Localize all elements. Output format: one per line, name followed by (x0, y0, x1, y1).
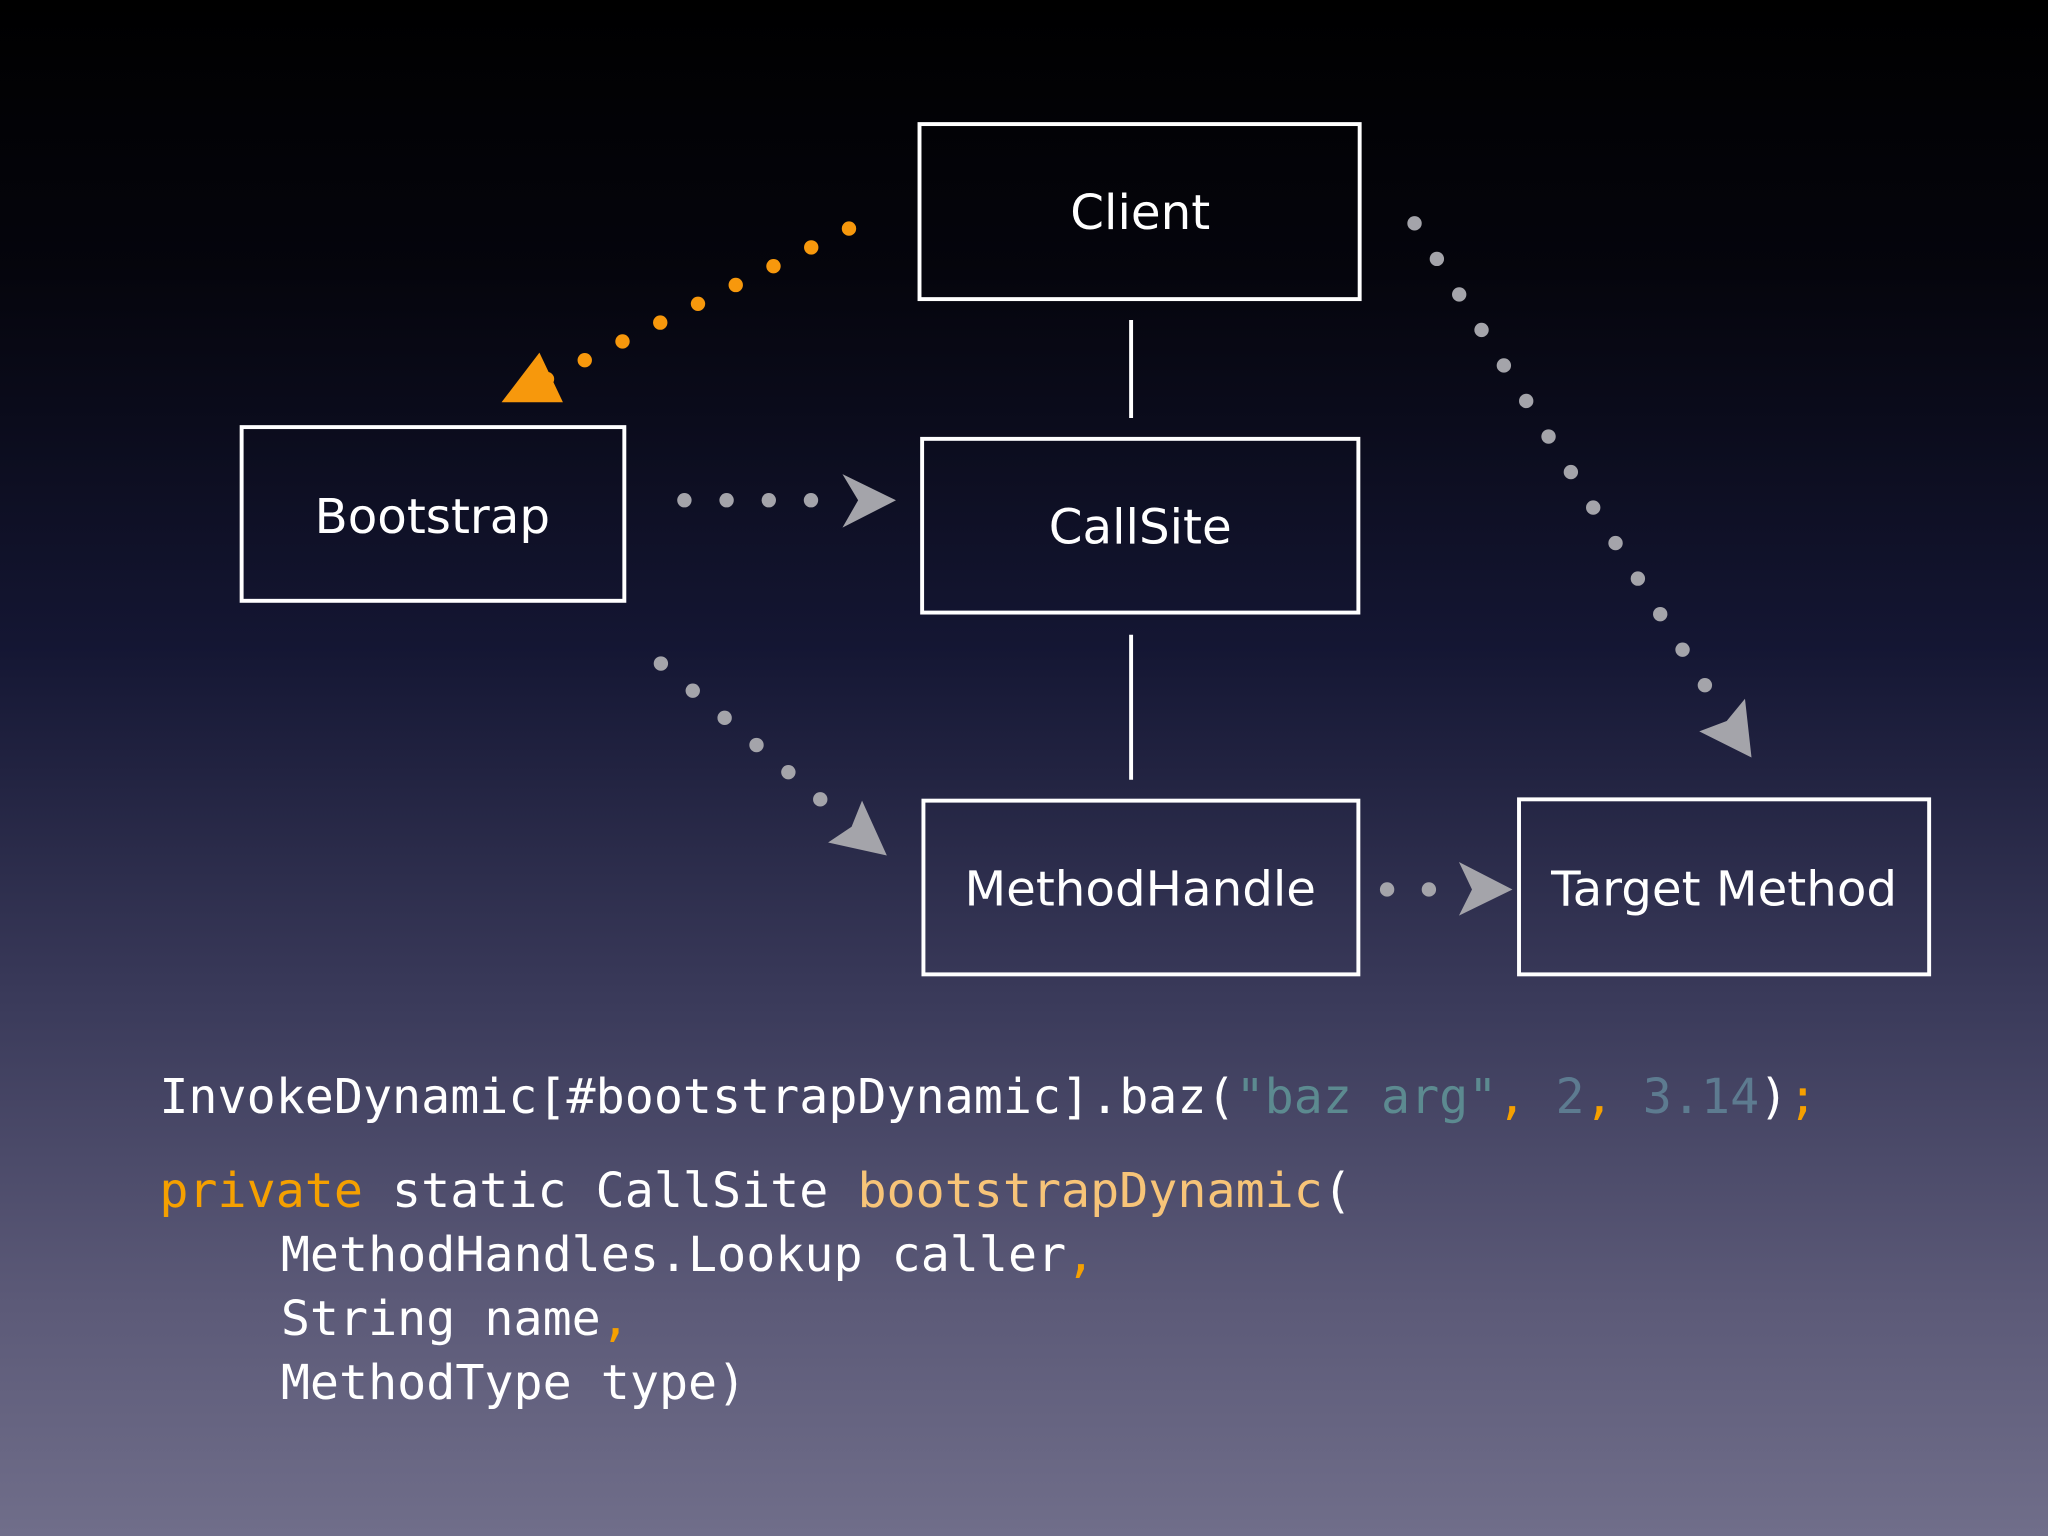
node-bootstrap-label: Bootstrap (315, 489, 550, 545)
arrow-dot (1379, 882, 1395, 897)
arrow-dot (1429, 251, 1445, 267)
node-target-label: Target Method (1550, 861, 1897, 917)
arrow-dot (653, 656, 669, 671)
arrow-dot (690, 296, 706, 311)
node-target-method: Target Method (1517, 797, 1932, 977)
arrow-client-to-target (1407, 216, 1752, 758)
arrow-dot (615, 334, 630, 349)
arrowhead-icon (828, 800, 887, 856)
arrow-dot (1608, 535, 1623, 551)
arrow-dot (1407, 216, 1422, 231)
arrow-dot (728, 277, 743, 293)
arrow-dot (717, 710, 732, 726)
arrow-dot (577, 353, 592, 368)
arrow-dot (1541, 429, 1556, 444)
arrow-dot (1675, 642, 1690, 657)
arrow-dot (1496, 358, 1512, 373)
arrow-dot (813, 792, 828, 807)
arrow-bootstrap-to-callsite (677, 474, 896, 528)
node-callsite-label: CallSite (1049, 500, 1232, 556)
code-line-param-caller: MethodHandles.Lookup caller, (281, 1227, 1095, 1283)
arrowhead-icon (1458, 862, 1513, 916)
node-client: Client (917, 122, 1362, 302)
node-client-label: Client (1070, 185, 1210, 241)
node-methodhandle: MethodHandle (921, 798, 1361, 977)
arrow-bootstrap-to-methodhandle (653, 656, 887, 856)
arrowhead-icon (501, 352, 563, 403)
arrow-dot (719, 493, 734, 508)
arrow-dot (677, 493, 692, 508)
arrow-dot (841, 221, 857, 236)
arrow-dot (749, 737, 764, 753)
node-methodhandle-label: MethodHandle (964, 861, 1316, 917)
arrow-methodhandle-to-target (1379, 862, 1513, 916)
arrow-dot (1697, 678, 1713, 693)
arrow-dot (1586, 500, 1601, 515)
arrow-dot (1519, 393, 1534, 409)
arrow-dot (1421, 882, 1437, 897)
arrow-dot (766, 259, 781, 274)
arrow-dot (653, 315, 668, 330)
arrow-dot (685, 683, 700, 698)
arrowhead-icon (1699, 698, 1752, 758)
arrow-dot (1563, 464, 1579, 480)
arrow-dot (1630, 571, 1646, 586)
arrow-dot (1653, 606, 1668, 622)
arrow-dot (781, 764, 796, 780)
arrow-dot (761, 493, 776, 508)
code-line-param-type: MethodType type) (281, 1355, 746, 1411)
code-line-invoke: InvokeDynamic[#bootstrapDynamic].baz("ba… (159, 1069, 1817, 1125)
arrow-client-to-bootstrap (501, 221, 857, 403)
arrowhead-icon (842, 474, 896, 528)
node-callsite: CallSite (920, 436, 1361, 615)
arrow-dot (1474, 322, 1489, 338)
code-line-signature: private static CallSite bootstrapDynamic… (159, 1163, 1352, 1219)
code-line-param-name: String name, (281, 1291, 630, 1347)
node-bootstrap: Bootstrap (239, 425, 627, 603)
arrow-dot (804, 240, 819, 255)
arrow-dot (803, 493, 819, 508)
arrow-dot (1452, 287, 1467, 302)
